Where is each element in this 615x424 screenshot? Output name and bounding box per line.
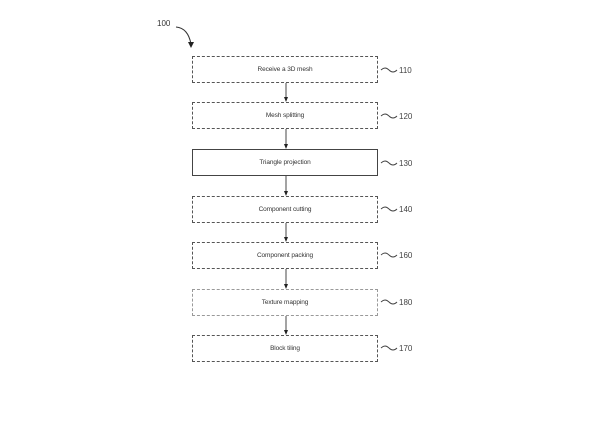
ref-leader-squiggle: [380, 160, 398, 166]
step-text: Triangle projection: [259, 159, 311, 166]
step-box-receive-mesh: Receive a 3D mesh: [192, 56, 378, 83]
ref-leader-squiggle: [380, 252, 398, 258]
figure-pointer-arrowhead: [188, 42, 194, 48]
step-ref-label: 110: [399, 66, 412, 75]
step-box-component-cutting: Component cutting: [192, 196, 378, 223]
ref-leader-squiggle: [380, 67, 398, 73]
ref-leader-squiggle: [380, 345, 398, 351]
step-text: Receive a 3D mesh: [257, 66, 313, 73]
step-ref-label: 170: [399, 344, 413, 353]
ref-leader-squiggle: [380, 206, 398, 212]
ref-leader-squiggle: [380, 113, 398, 119]
step-box-triangle-projection: Triangle projection: [192, 149, 378, 176]
step-text: Component cutting: [258, 206, 312, 213]
step-ref-label: 140: [399, 205, 413, 214]
step-text: Block tiling: [270, 345, 300, 352]
ref-leader-squiggle: [380, 299, 398, 305]
step-ref-label: 160: [399, 251, 413, 260]
figure-pointer-arrow: [175, 26, 192, 45]
step-text: Texture mapping: [261, 299, 309, 306]
step-box-block-tiling: Block tiling: [192, 335, 378, 362]
step-ref-label: 130: [399, 159, 413, 168]
step-ref-label: 120: [399, 112, 413, 121]
step-box-texture-mapping: Texture mapping: [192, 289, 378, 316]
step-ref-label: 180: [399, 298, 413, 307]
step-text: Mesh splitting: [265, 112, 305, 119]
step-box-component-packing: Component packing: [192, 242, 378, 269]
step-text: Component packing: [256, 252, 314, 259]
step-box-mesh-splitting: Mesh splitting: [192, 102, 378, 129]
figure-label: 100: [157, 19, 171, 28]
